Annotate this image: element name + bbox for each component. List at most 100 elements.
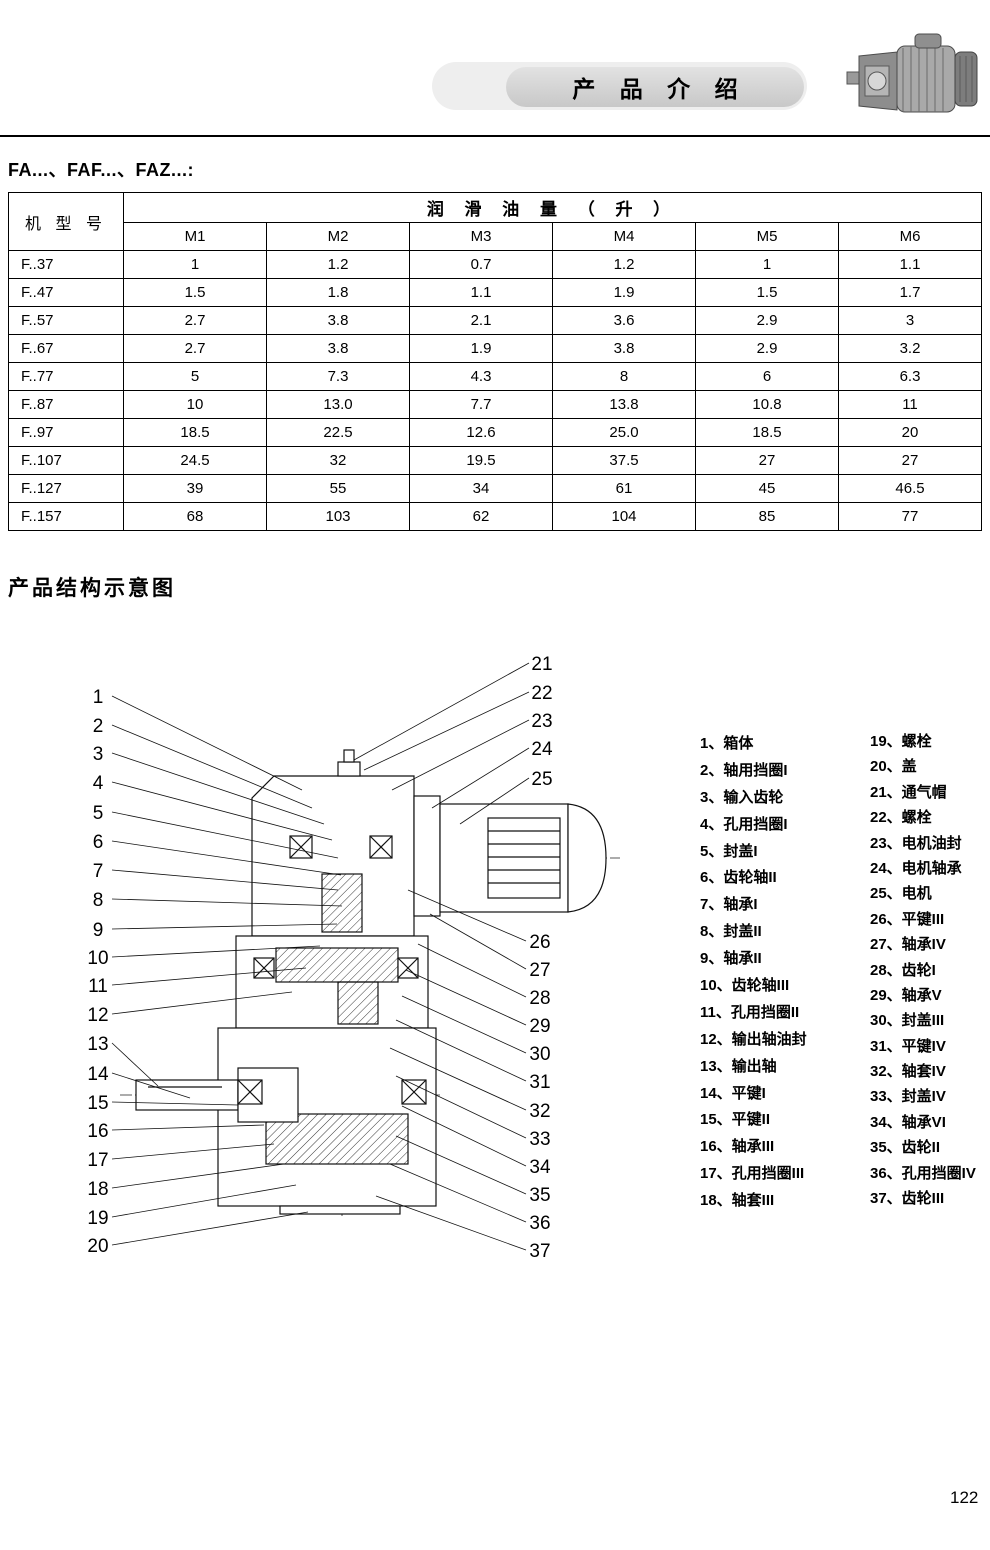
parts-list-item: 28、齿轮I xyxy=(870,961,936,979)
value-cell: 10.8 xyxy=(695,390,839,419)
column-header-m5: M5 xyxy=(695,222,839,251)
value-cell: 3.2 xyxy=(838,334,982,363)
value-cell: 3.8 xyxy=(266,306,410,335)
callout-number: 8 xyxy=(93,890,104,911)
parts-list-item: 13、输出轴 xyxy=(700,1057,777,1075)
value-cell: 1 xyxy=(695,250,839,279)
diagram-title: 产品结构示意图 xyxy=(8,577,176,600)
model-cell: F..47 xyxy=(8,278,124,307)
parts-list-item: 1、箱体 xyxy=(700,735,754,752)
value-cell: 2.7 xyxy=(123,334,267,363)
value-cell: 4.3 xyxy=(409,362,553,391)
header-banner: 产 品 介 绍 xyxy=(506,67,804,107)
callout-numbers-left: 1 2 3 4 5 6 7 8 9 10 11 12 13 14 15 16 1… xyxy=(87,687,109,1257)
parts-list-item: 17、孔用挡圈III xyxy=(700,1165,805,1183)
value-cell: 3.6 xyxy=(552,306,696,335)
value-cell: 77 xyxy=(838,502,982,531)
header-divider xyxy=(0,135,990,137)
column-header-m1: M1 xyxy=(123,222,267,251)
callout-number: 7 xyxy=(93,861,104,882)
parts-list-item: 34、轴承VI xyxy=(870,1113,946,1131)
gearbox-drawing xyxy=(135,749,607,1215)
value-cell: 8 xyxy=(552,362,696,391)
callout-number: 35 xyxy=(529,1185,550,1206)
callout-number: 6 xyxy=(93,832,104,853)
value-cell: 25.0 xyxy=(552,418,696,447)
value-cell: 1.5 xyxy=(123,278,267,307)
model-column-header: 机 型 号 xyxy=(8,192,124,251)
callout-number: 21 xyxy=(531,654,552,675)
value-cell: 1.2 xyxy=(552,250,696,279)
parts-list-item: 12、输出轴油封 xyxy=(700,1030,807,1048)
parts-list-item: 25、电机 xyxy=(870,885,932,903)
callout-numbers-top-right: 21 22 23 24 25 xyxy=(531,654,553,790)
callout-number: 37 xyxy=(529,1241,550,1262)
value-cell: 13.8 xyxy=(552,390,696,419)
value-cell: 45 xyxy=(695,474,839,503)
model-cell: F..87 xyxy=(8,390,124,419)
parts-list-item: 21、通气帽 xyxy=(870,783,947,801)
value-cell: 6 xyxy=(695,362,839,391)
motor-endcap xyxy=(567,803,607,913)
value-cell: 5 xyxy=(123,362,267,391)
value-cell: 55 xyxy=(266,474,410,503)
value-cell: 1.2 xyxy=(266,250,410,279)
model-cell: F..97 xyxy=(8,418,124,447)
callout-number: 12 xyxy=(87,1005,108,1026)
value-cell: 2.1 xyxy=(409,306,553,335)
bearing xyxy=(401,1079,427,1105)
value-cell: 3 xyxy=(838,306,982,335)
parts-list-item: 2、轴用挡圈I xyxy=(700,761,788,779)
model-cell: F..157 xyxy=(8,502,124,531)
housing-base xyxy=(279,1205,401,1215)
structure-diagram: 1 2 3 4 5 6 7 8 9 10 11 12 13 14 15 16 1… xyxy=(87,654,620,1262)
value-cell: 7.3 xyxy=(266,362,410,391)
motor-flange xyxy=(413,795,441,917)
value-cell: 104 xyxy=(552,502,696,531)
value-cell: 61 xyxy=(552,474,696,503)
parts-list-item: 18、轴套III xyxy=(700,1192,775,1210)
value-cell: 3.8 xyxy=(552,334,696,363)
motor-stator xyxy=(487,817,561,899)
callout-number: 13 xyxy=(87,1034,108,1055)
breather-base xyxy=(337,761,361,777)
value-cell: 1.5 xyxy=(695,278,839,307)
value-cell: 3.8 xyxy=(266,334,410,363)
parts-list-item: 33、封盖IV xyxy=(870,1088,946,1106)
value-cell: 1.1 xyxy=(409,278,553,307)
series-label: FA...、FAF...、FAZ...: xyxy=(8,160,195,180)
value-cell: 39 xyxy=(123,474,267,503)
callout-number: 18 xyxy=(87,1179,108,1200)
value-cell: 24.5 xyxy=(123,446,267,475)
input-gear xyxy=(321,873,363,933)
parts-list-item: 29、轴承V xyxy=(870,986,942,1004)
model-cell: F..37 xyxy=(8,250,124,279)
column-header-m4: M4 xyxy=(552,222,696,251)
value-cell: 20 xyxy=(838,418,982,447)
bearing xyxy=(253,957,275,979)
value-cell: 13.0 xyxy=(266,390,410,419)
model-cell: F..67 xyxy=(8,334,124,363)
value-cell: 34 xyxy=(409,474,553,503)
callout-number: 22 xyxy=(531,683,552,704)
callout-number: 23 xyxy=(531,711,552,732)
value-cell: 1.1 xyxy=(838,250,982,279)
model-cell: F..127 xyxy=(8,474,124,503)
bearing xyxy=(397,957,419,979)
value-cell: 2.9 xyxy=(695,306,839,335)
callout-number: 32 xyxy=(529,1101,550,1122)
parts-list-item: 9、轴承II xyxy=(700,950,762,968)
sub-header-row: M1 M2 M3 M4 M5 M6 xyxy=(9,222,982,251)
callout-number: 29 xyxy=(529,1016,550,1037)
callout-number: 33 xyxy=(529,1129,550,1150)
parts-list-item: 8、封盖II xyxy=(700,923,762,941)
